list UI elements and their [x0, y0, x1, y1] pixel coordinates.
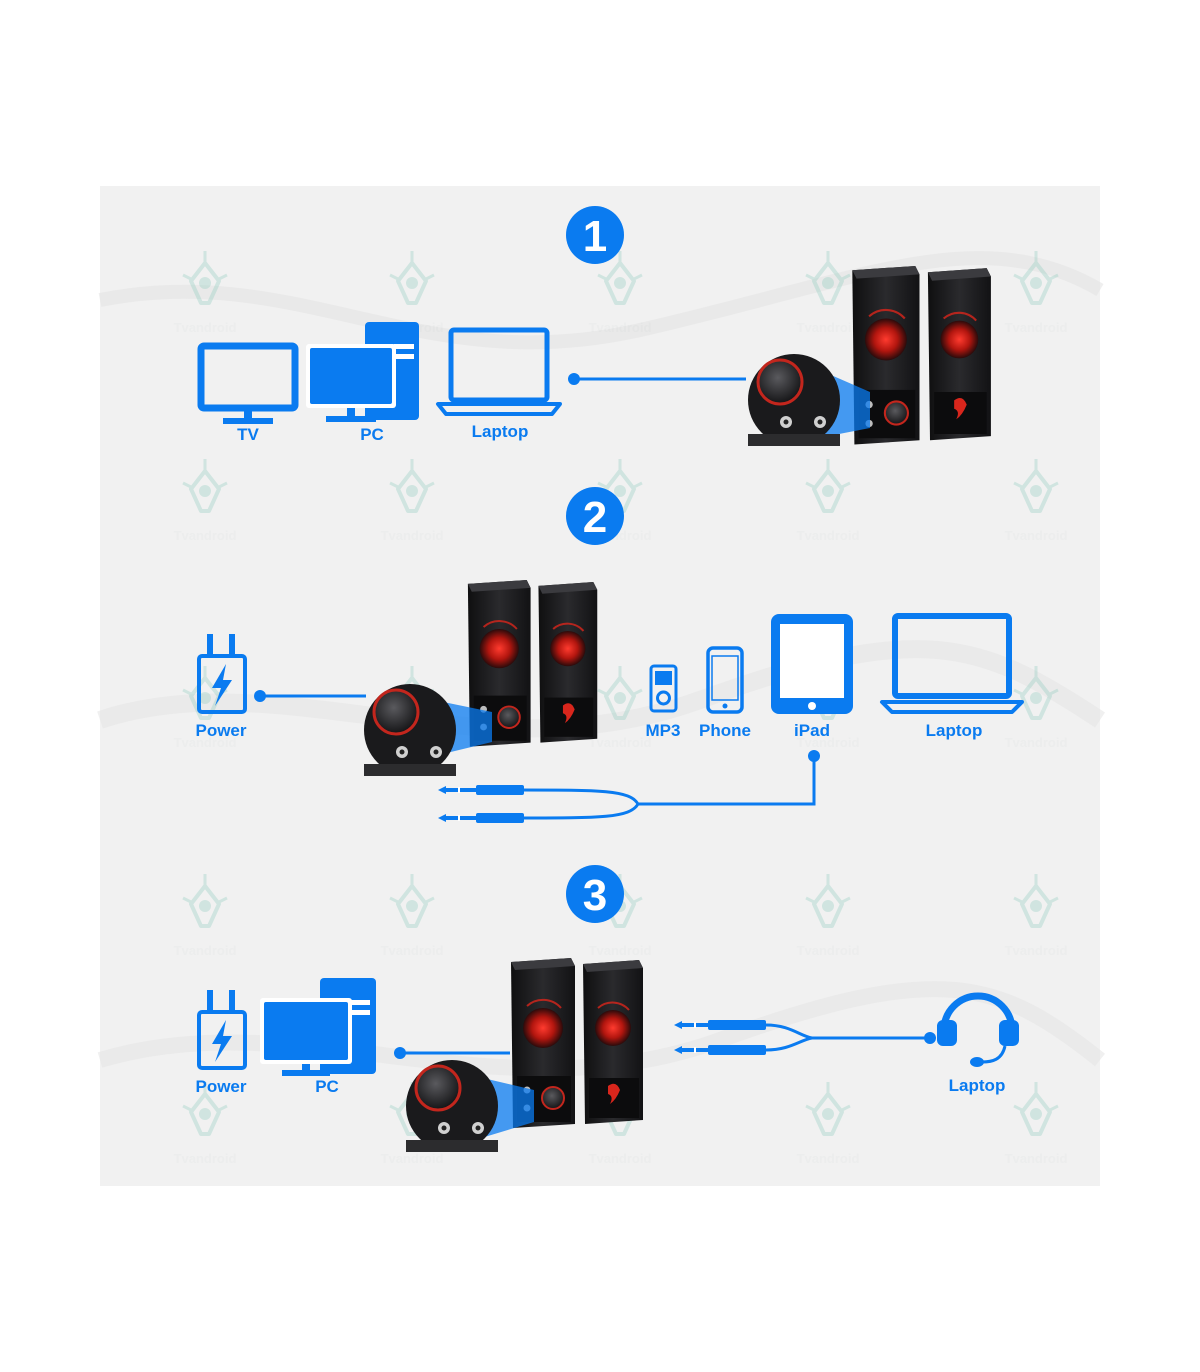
watermark: Tvandroid — [797, 249, 860, 335]
step-2-badge — [566, 487, 624, 545]
pc-label: PC — [360, 425, 384, 444]
power-adapter-icon — [197, 634, 247, 714]
watermark: Tvandroid — [381, 872, 444, 958]
watermark: Tvandroid — [174, 1080, 237, 1166]
step-1-section: 1 TV PC Laptop — [197, 206, 992, 448]
desktop-pc-icon — [260, 978, 376, 1076]
watermark: Tvandroid — [589, 664, 652, 750]
watermark: Tvandroid — [589, 1080, 652, 1166]
watermark-text: Tvandroid — [1005, 528, 1068, 543]
step-2-number: 2 — [583, 493, 607, 542]
watermark: Tvandroid — [174, 664, 237, 750]
tv-label: TV — [237, 425, 259, 444]
watermark-text: Tvandroid — [797, 1151, 860, 1166]
phone-icon — [706, 646, 744, 714]
laptop-icon — [436, 327, 562, 416]
watermark: Tvandroid — [381, 457, 444, 543]
watermark-text: Tvandroid — [381, 1151, 444, 1166]
tv-icon — [197, 342, 299, 424]
watermark-text: Tvandroid — [174, 528, 237, 543]
watermark-text: Tvandroid — [589, 1151, 652, 1166]
headset-label: Laptop — [949, 1076, 1006, 1095]
power-adapter-icon — [197, 990, 247, 1070]
watermark-text: Tvandroid — [174, 943, 237, 958]
audio-cable — [674, 1020, 936, 1055]
watermark-text: Tvandroid — [1005, 320, 1068, 335]
watermark-text: Tvandroid — [589, 735, 652, 750]
watermark: Tvandroid — [797, 1080, 860, 1166]
watermark: Tvandroid — [1005, 249, 1068, 335]
watermark: Tvandroid — [174, 249, 237, 335]
watermark: Tvandroid — [174, 457, 237, 543]
step-2-section: 2 Power MP3 Ph — [195, 487, 1024, 823]
laptop-label: Laptop — [472, 422, 529, 441]
watermark: Tvandroid — [797, 457, 860, 543]
ipad-label: iPad — [794, 721, 830, 740]
watermark-text: Tvandroid — [589, 320, 652, 335]
watermark-text: Tvandroid — [797, 735, 860, 750]
watermark: Tvandroid — [797, 664, 860, 750]
step-1-number: 1 — [583, 212, 607, 261]
mp3-player-icon — [649, 664, 678, 713]
watermark: Tvandroid — [1005, 1080, 1068, 1166]
power-label: Power — [195, 721, 246, 740]
watermark: Tvandroid — [1005, 664, 1068, 750]
tablet-icon — [771, 614, 853, 714]
watermark: Tvandroid — [589, 872, 652, 958]
watermark: Tvandroid — [797, 872, 860, 958]
pc-label: PC — [315, 1077, 339, 1096]
watermark-text: Tvandroid — [381, 943, 444, 958]
watermark-text: Tvandroid — [174, 735, 237, 750]
step-1-badge — [566, 206, 624, 264]
desktop-pc-icon — [306, 322, 419, 422]
port-zoom-bubble — [746, 352, 842, 448]
watermark: Tvandroid — [174, 872, 237, 958]
laptop-icon — [880, 613, 1024, 714]
step-3-number: 3 — [583, 871, 607, 920]
watermark: Tvandroid — [589, 249, 652, 335]
port-zoom-bubble — [362, 682, 458, 778]
port-zoom-bubble — [404, 1058, 500, 1154]
watermark-text: Tvandroid — [797, 320, 860, 335]
watermark-text: Tvandroid — [797, 943, 860, 958]
watermark-text: Tvandroid — [1005, 943, 1068, 958]
watermark-text: Tvandroid — [174, 1151, 237, 1166]
phone-label: Phone — [699, 721, 751, 740]
step-3-badge — [566, 865, 624, 923]
watermark-text: Tvandroid — [174, 320, 237, 335]
headset-icon — [937, 992, 1019, 1067]
audio-cable — [438, 750, 820, 823]
watermark-text: Tvandroid — [1005, 1151, 1068, 1166]
watermark: Tvandroid — [1005, 457, 1068, 543]
watermark: Tvandroid — [1005, 872, 1068, 958]
watermark: Tvandroid — [381, 1080, 444, 1166]
step-3-section: 3 Power PC — [195, 865, 1019, 1154]
mp3-label: MP3 — [646, 721, 681, 740]
power-label: Power — [195, 1077, 246, 1096]
watermark-text: Tvandroid — [1005, 735, 1068, 750]
watermark-text: Tvandroid — [797, 528, 860, 543]
watermark-text: Tvandroid — [589, 943, 652, 958]
watermark-text: Tvandroid — [381, 528, 444, 543]
laptop-label: Laptop — [926, 721, 983, 740]
